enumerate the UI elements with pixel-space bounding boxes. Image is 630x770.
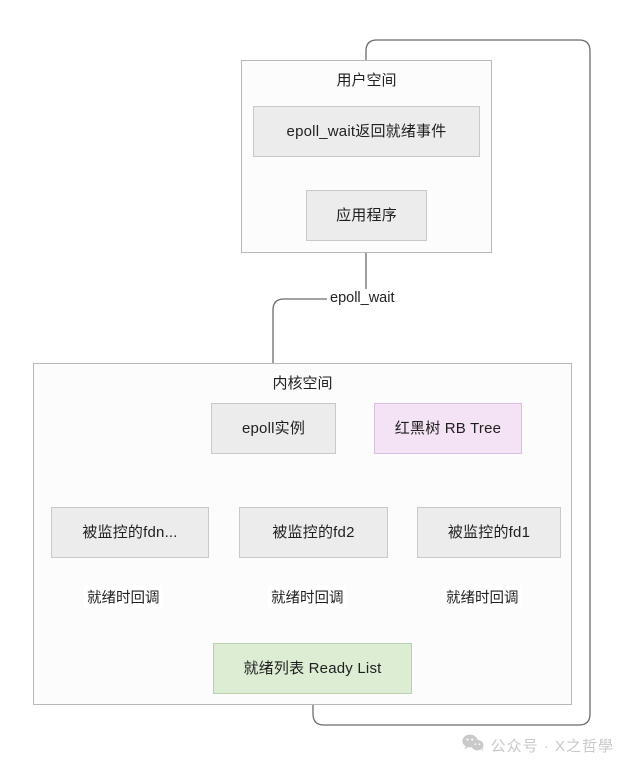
edge-ready-list-to-user-space	[312, 39, 591, 726]
node-rb-tree-label: 红黑树 RB Tree	[394, 419, 502, 437]
watermark: 公众号 · X之哲學	[462, 734, 614, 756]
node-monitored-fd2[interactable]: 被监控的fd2	[239, 507, 388, 558]
node-ready-list[interactable]: 就绪列表 Ready List	[213, 643, 412, 694]
node-monitored-fd1-label: 被监控的fd1	[447, 523, 531, 541]
node-epoll-wait-return[interactable]: epoll_wait返回就绪事件	[253, 106, 480, 157]
node-rb-tree[interactable]: 红黑树 RB Tree	[374, 403, 522, 454]
container-user-space-label: 用户空间	[336, 72, 397, 89]
edge-label-epoll-wait: epoll_wait	[327, 289, 398, 307]
node-ready-list-label: 就绪列表 Ready List	[243, 659, 382, 677]
edge-label-callback-fd1: 就绪时回调	[443, 585, 522, 609]
node-monitored-fd1[interactable]: 被监控的fd1	[417, 507, 561, 558]
edge-label-callback-fdn: 就绪时回调	[84, 585, 163, 609]
container-kernel-space-label: 内核空间	[272, 375, 333, 392]
node-epoll-instance-label: epoll实例	[241, 419, 306, 437]
wechat-icon	[462, 734, 484, 756]
edge-label-callback-fd2: 就绪时回调	[268, 585, 347, 609]
node-epoll-wait-return-label: epoll_wait返回就绪事件	[286, 122, 447, 140]
node-monitored-fd2-label: 被监控的fd2	[272, 523, 355, 541]
node-epoll-instance[interactable]: epoll实例	[211, 403, 336, 454]
watermark-text: 公众号 · X之哲學	[490, 737, 614, 755]
node-application-label: 应用程序	[336, 206, 397, 224]
node-monitored-fdn[interactable]: 被监控的fdn...	[51, 507, 209, 558]
node-application[interactable]: 应用程序	[306, 190, 427, 241]
node-monitored-fdn-label: 被监控的fdn...	[82, 523, 178, 541]
